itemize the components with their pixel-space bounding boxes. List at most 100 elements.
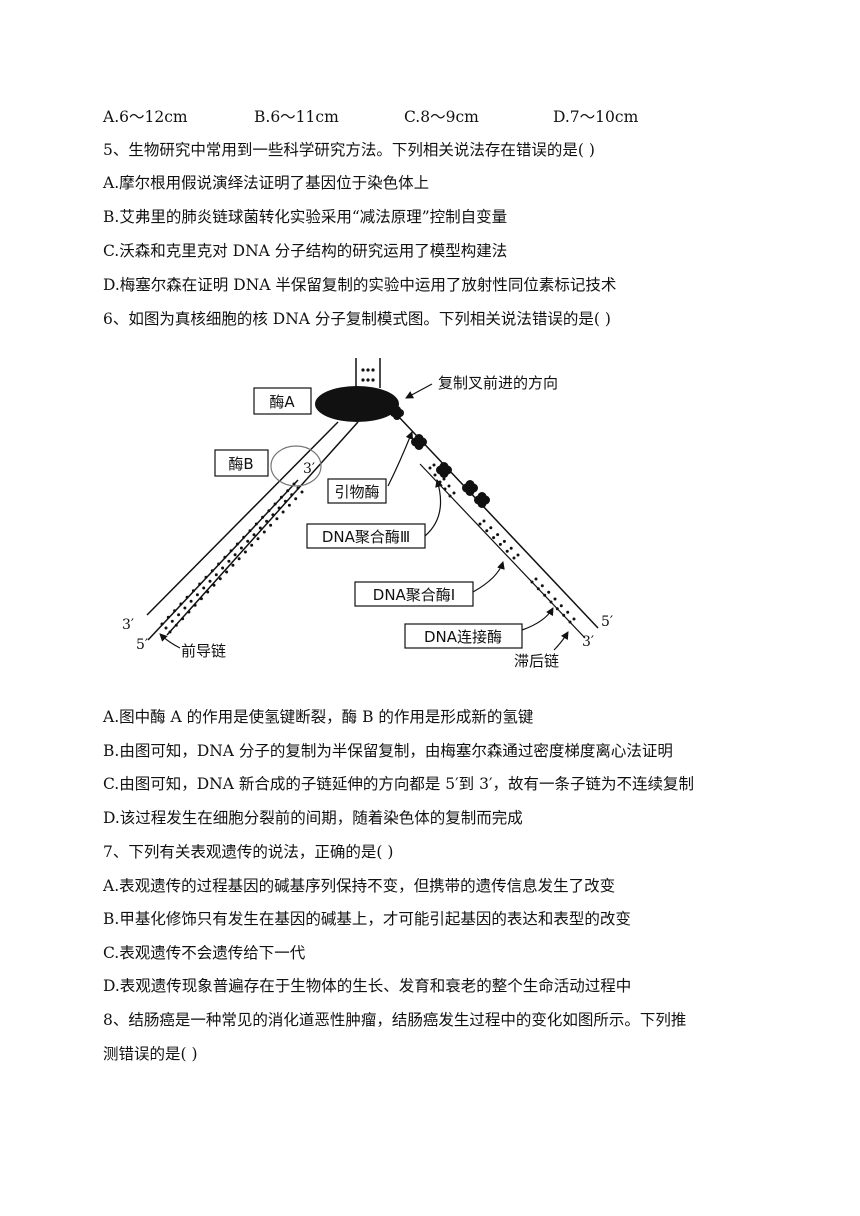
base-pair-dot	[256, 537, 260, 541]
base-pair-dot	[170, 619, 174, 623]
base-pair-dot	[512, 556, 516, 560]
leading-strand-label: 前导链	[181, 642, 226, 660]
base-pair-dot	[218, 577, 222, 581]
base-pair-dot	[206, 590, 210, 594]
base-pair-dot	[214, 573, 218, 577]
base-pair-dot	[566, 610, 570, 614]
base-pair-dot	[265, 519, 269, 523]
base-pair-dot	[547, 590, 551, 594]
base-pair-dot	[235, 542, 239, 546]
base-pair-dot	[553, 597, 557, 601]
base-pair-dot	[183, 606, 187, 610]
base-pair-dot	[181, 617, 185, 621]
base-pair-dot	[286, 489, 290, 493]
base-pair-dot	[225, 570, 229, 574]
base-pair-dot	[166, 615, 170, 619]
base-pair-dot	[534, 577, 538, 581]
base-pair-dot	[164, 626, 168, 630]
q8-stem-line2: 测错误的是( )	[103, 1045, 198, 1063]
base-pair-dot	[160, 622, 164, 626]
ligase-box	[404, 623, 523, 649]
pointer-arrows	[159, 383, 569, 651]
q5-option-d: D.梅塞尔森在证明 DNA 半保留复制的实验中运用了放射性同位素标记技术	[103, 276, 617, 294]
base-pair-dot	[254, 522, 258, 526]
enzyme-b-label: 酶B	[228, 455, 253, 473]
base-pair-dot	[179, 602, 183, 606]
base-pair-dot	[281, 510, 285, 514]
base-pair-dot	[549, 600, 553, 604]
base-pair-dot	[498, 542, 502, 546]
base-pair-dot	[432, 463, 436, 467]
base-pair-dot	[287, 503, 291, 507]
primase-box	[327, 478, 387, 504]
base-pair-dot	[568, 620, 572, 624]
q6-stem: 6、如图为真核细胞的核 DNA 分子复制模式图。下列相关说法错误的是( )	[103, 310, 611, 328]
base-pair-dot	[540, 584, 544, 588]
base-pair-dot	[562, 613, 566, 617]
enzyme-a-label: 酶A	[269, 393, 295, 411]
q4-option-d: D.7～10cm	[553, 108, 639, 126]
base-pair-dot	[243, 550, 247, 554]
base-pair-dot	[433, 473, 437, 477]
base-pair-dot	[262, 530, 266, 534]
base-pair-dot	[204, 575, 208, 579]
helicase-ellipse	[315, 386, 399, 422]
base-pair-dot	[208, 579, 212, 583]
base-pair-dot	[221, 566, 225, 570]
base-pair-dot	[296, 486, 300, 490]
base-pair-dot	[195, 593, 199, 597]
base-pair-dot	[496, 533, 500, 537]
base-pair-dot	[442, 477, 446, 481]
base-pair-dot	[294, 497, 298, 501]
base-pair-dot	[269, 523, 273, 527]
base-pair-dot	[261, 515, 265, 519]
base-pair-dot	[505, 549, 509, 553]
leading-strand-duplex	[146, 421, 359, 641]
base-pair-dot	[489, 526, 493, 530]
prime-5-left: 5′	[136, 637, 148, 653]
dna-pol-3-box	[306, 523, 426, 549]
q4-option-a: A.6～12cm	[103, 108, 188, 126]
base-pair-dot	[485, 529, 489, 533]
parental-duplex	[355, 358, 381, 388]
base-pair-dot	[273, 502, 277, 506]
q6-option-a: A.图中酶 A 的作用是使氢键断裂，酶 B 的作用是形成新的氢键	[103, 708, 534, 726]
base-pair-dot	[292, 482, 296, 486]
base-pair-dot	[530, 580, 534, 584]
q7-stem: 7、下列有关表观遗传的说法，正确的是( )	[103, 843, 394, 861]
base-pair-dot	[212, 583, 216, 587]
base-pair-dot	[252, 533, 256, 537]
base-pair-dot	[452, 491, 456, 495]
dna-pol-1-label: DNA聚合酶Ⅰ	[373, 586, 455, 604]
q7-option-d: D.表观遗传现象普遍存在于生物体的生长、发育和衰老的整个生命活动过程中	[103, 977, 632, 995]
q7-option-b: B.甲基化修饰只有发生在基因的碱基上，才可能引起基因的表达和表型的改变	[103, 910, 631, 928]
base-pair-dot	[246, 539, 250, 543]
base-pair-dot	[187, 610, 191, 614]
q5-option-a: A.摩尔根用假说演绎法证明了基因位于染色体上	[103, 174, 430, 192]
base-pair-dot	[199, 597, 203, 601]
base-pair-dot	[267, 509, 271, 513]
q8-stem-line1: 8、结肠癌是一种常见的消化道恶性肿瘤，结肠癌发生过程中的变化如图所示。下列推	[103, 1011, 687, 1029]
q4-option-c: C.8～9cm	[404, 108, 479, 126]
base-pair-dot	[428, 466, 432, 470]
base-pair-dot	[168, 630, 172, 634]
base-pair-dot	[227, 559, 231, 563]
base-pair-dot	[572, 617, 576, 621]
q5-option-c: C.沃森和克里克对 DNA 分子结构的研究运用了模型构建法	[103, 242, 508, 260]
base-pair-dot	[173, 609, 177, 613]
q4-option-b: B.6～11cm	[254, 108, 339, 126]
base-pair-dot	[271, 513, 275, 517]
base-pair-dot	[191, 589, 195, 593]
base-pair-dot	[509, 546, 513, 550]
base-pair-dot	[250, 543, 254, 547]
ligase-label: DNA连接酶	[424, 628, 502, 646]
base-pair-dot	[555, 607, 559, 611]
base-pair-dot	[283, 499, 287, 503]
base-pair-dot	[198, 582, 202, 586]
base-pair-dot	[502, 539, 506, 543]
base-pair-dot	[202, 586, 206, 590]
q6-option-d: D.该过程发生在细胞分裂前的间期，随着染色体的复制而完成	[103, 809, 523, 827]
base-pair-dot	[239, 546, 243, 550]
fork-direction-label: 复制叉前进的方向	[438, 374, 558, 392]
enzyme-a-box	[253, 387, 312, 415]
